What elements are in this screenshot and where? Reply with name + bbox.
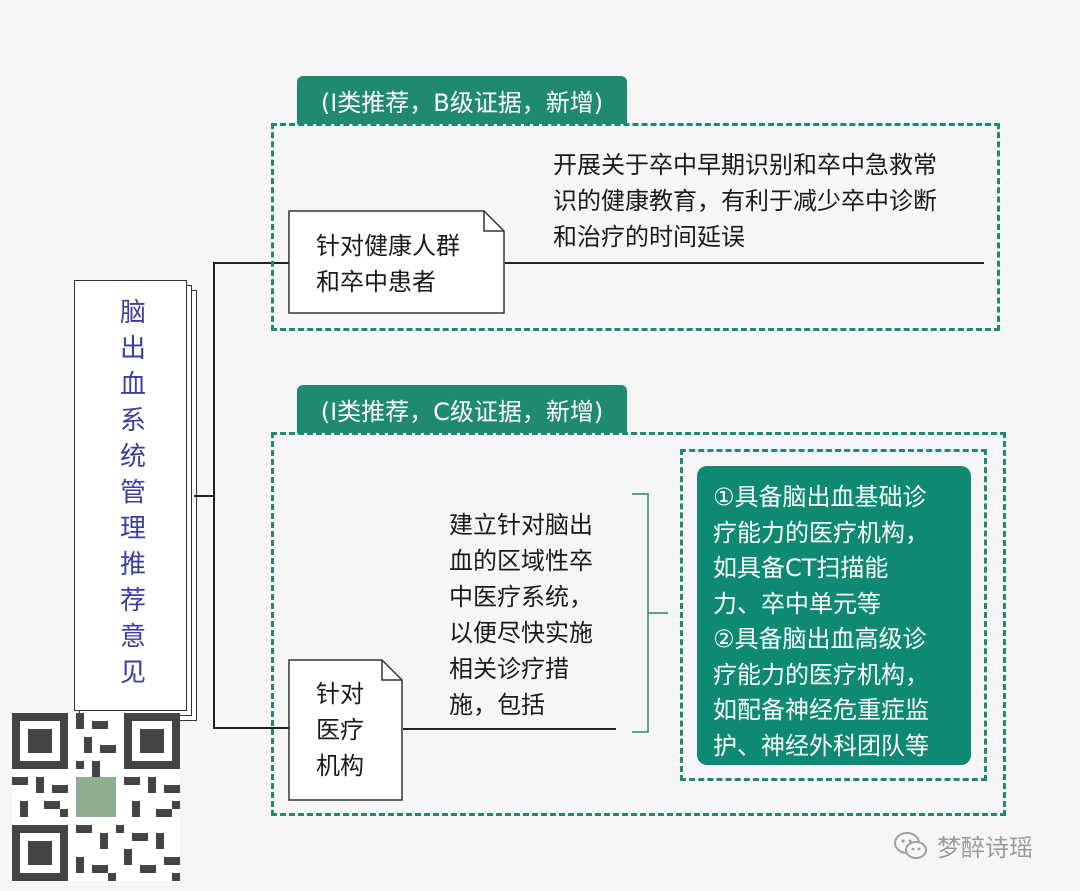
section2-underline [403, 728, 616, 730]
connector-branch-1 [213, 262, 289, 264]
section1-box [271, 123, 1000, 331]
criteria-line: 如配备神经危重症监 [713, 696, 929, 724]
title-sheet [74, 280, 187, 711]
section2-tag: (I类推荐，C级证据，新增) [297, 385, 627, 433]
section1-tag-text: (I类推荐，B级证据，新增) [320, 88, 604, 117]
connector-stub [194, 495, 214, 497]
section1-text-line: 识的健康教育，有利于减少卒中诊断 [553, 187, 937, 215]
criteria-line: 疗能力的医疗机构， [713, 660, 929, 689]
section2-text-line: 建立针对脑出 [449, 511, 593, 539]
diagram-title-box: 脑出血系统管理推荐意见 [74, 280, 187, 711]
section2-target-note [288, 659, 403, 801]
section2-target-line: 针对 [316, 680, 364, 708]
section2-box [271, 432, 1006, 816]
section2-text-line: 相关诊疗措 [449, 655, 569, 683]
criteria-panel: ①具备脑出血基础诊 疗能力的医疗机构， 如具备CT扫描能 力、卒中单元等 ②具备… [697, 466, 971, 765]
section1-tag: (I类推荐，B级证据，新增) [297, 76, 627, 124]
section2-text-line: 施，包括 [449, 691, 545, 719]
wechat-icon [894, 831, 927, 859]
section2-target-text: 针对 医疗 机构 [316, 676, 364, 784]
bracket [632, 493, 668, 733]
section1-underline [505, 262, 984, 264]
section2-tag-text: (I类推荐，C级证据，新增) [320, 397, 604, 426]
section1-target-note [288, 210, 505, 314]
section1-text: 开展关于卒中早期识别和卒中急救常 识的健康教育，有利于减少卒中诊断 和治疗的时间… [553, 147, 937, 255]
criteria-line: 护、神经外科团队等 [713, 731, 929, 760]
criteria-dashed-box [680, 449, 987, 781]
qr-code-icon [12, 713, 180, 881]
diagram-title: 脑出血系统管理推荐意见 [115, 297, 146, 694]
section1-text-line: 开展关于卒中早期识别和卒中急救常 [553, 151, 937, 179]
watermark: 梦醉诗瑶 [893, 828, 1033, 863]
section2-target-line: 医疗 [316, 716, 364, 744]
criteria-line: 疗能力的医疗机构， [713, 518, 929, 547]
section1-target-line: 针对健康人群 [316, 232, 460, 260]
connector-branch-2 [213, 727, 289, 729]
watermark-text: 梦醉诗瑶 [937, 834, 1033, 862]
connector-vertical [213, 262, 215, 728]
section1-target-text: 针对健康人群 和卒中患者 [316, 228, 460, 300]
criteria-line: ②具备脑出血高级诊 [713, 625, 927, 653]
criteria-line: ①具备脑出血基础诊 [713, 483, 927, 511]
section2-text: 建立针对脑出 血的区域性卒 中医疗系统， 以便尽快实施 相关诊疗措 施，包括 [449, 507, 593, 723]
criteria-line: 如具备CT扫描能 [713, 554, 889, 582]
criteria-line: 力、卒中单元等 [713, 589, 881, 618]
section2-text-line: 血的区域性卒 [449, 547, 593, 575]
section2-text-line: 中医疗系统， [449, 583, 593, 611]
section1-target-line: 和卒中患者 [316, 268, 436, 296]
section2-target-line: 机构 [316, 752, 364, 780]
section1-text-line: 和治疗的时间延误 [553, 223, 745, 251]
section2-text-line: 以便尽快实施 [449, 619, 593, 647]
